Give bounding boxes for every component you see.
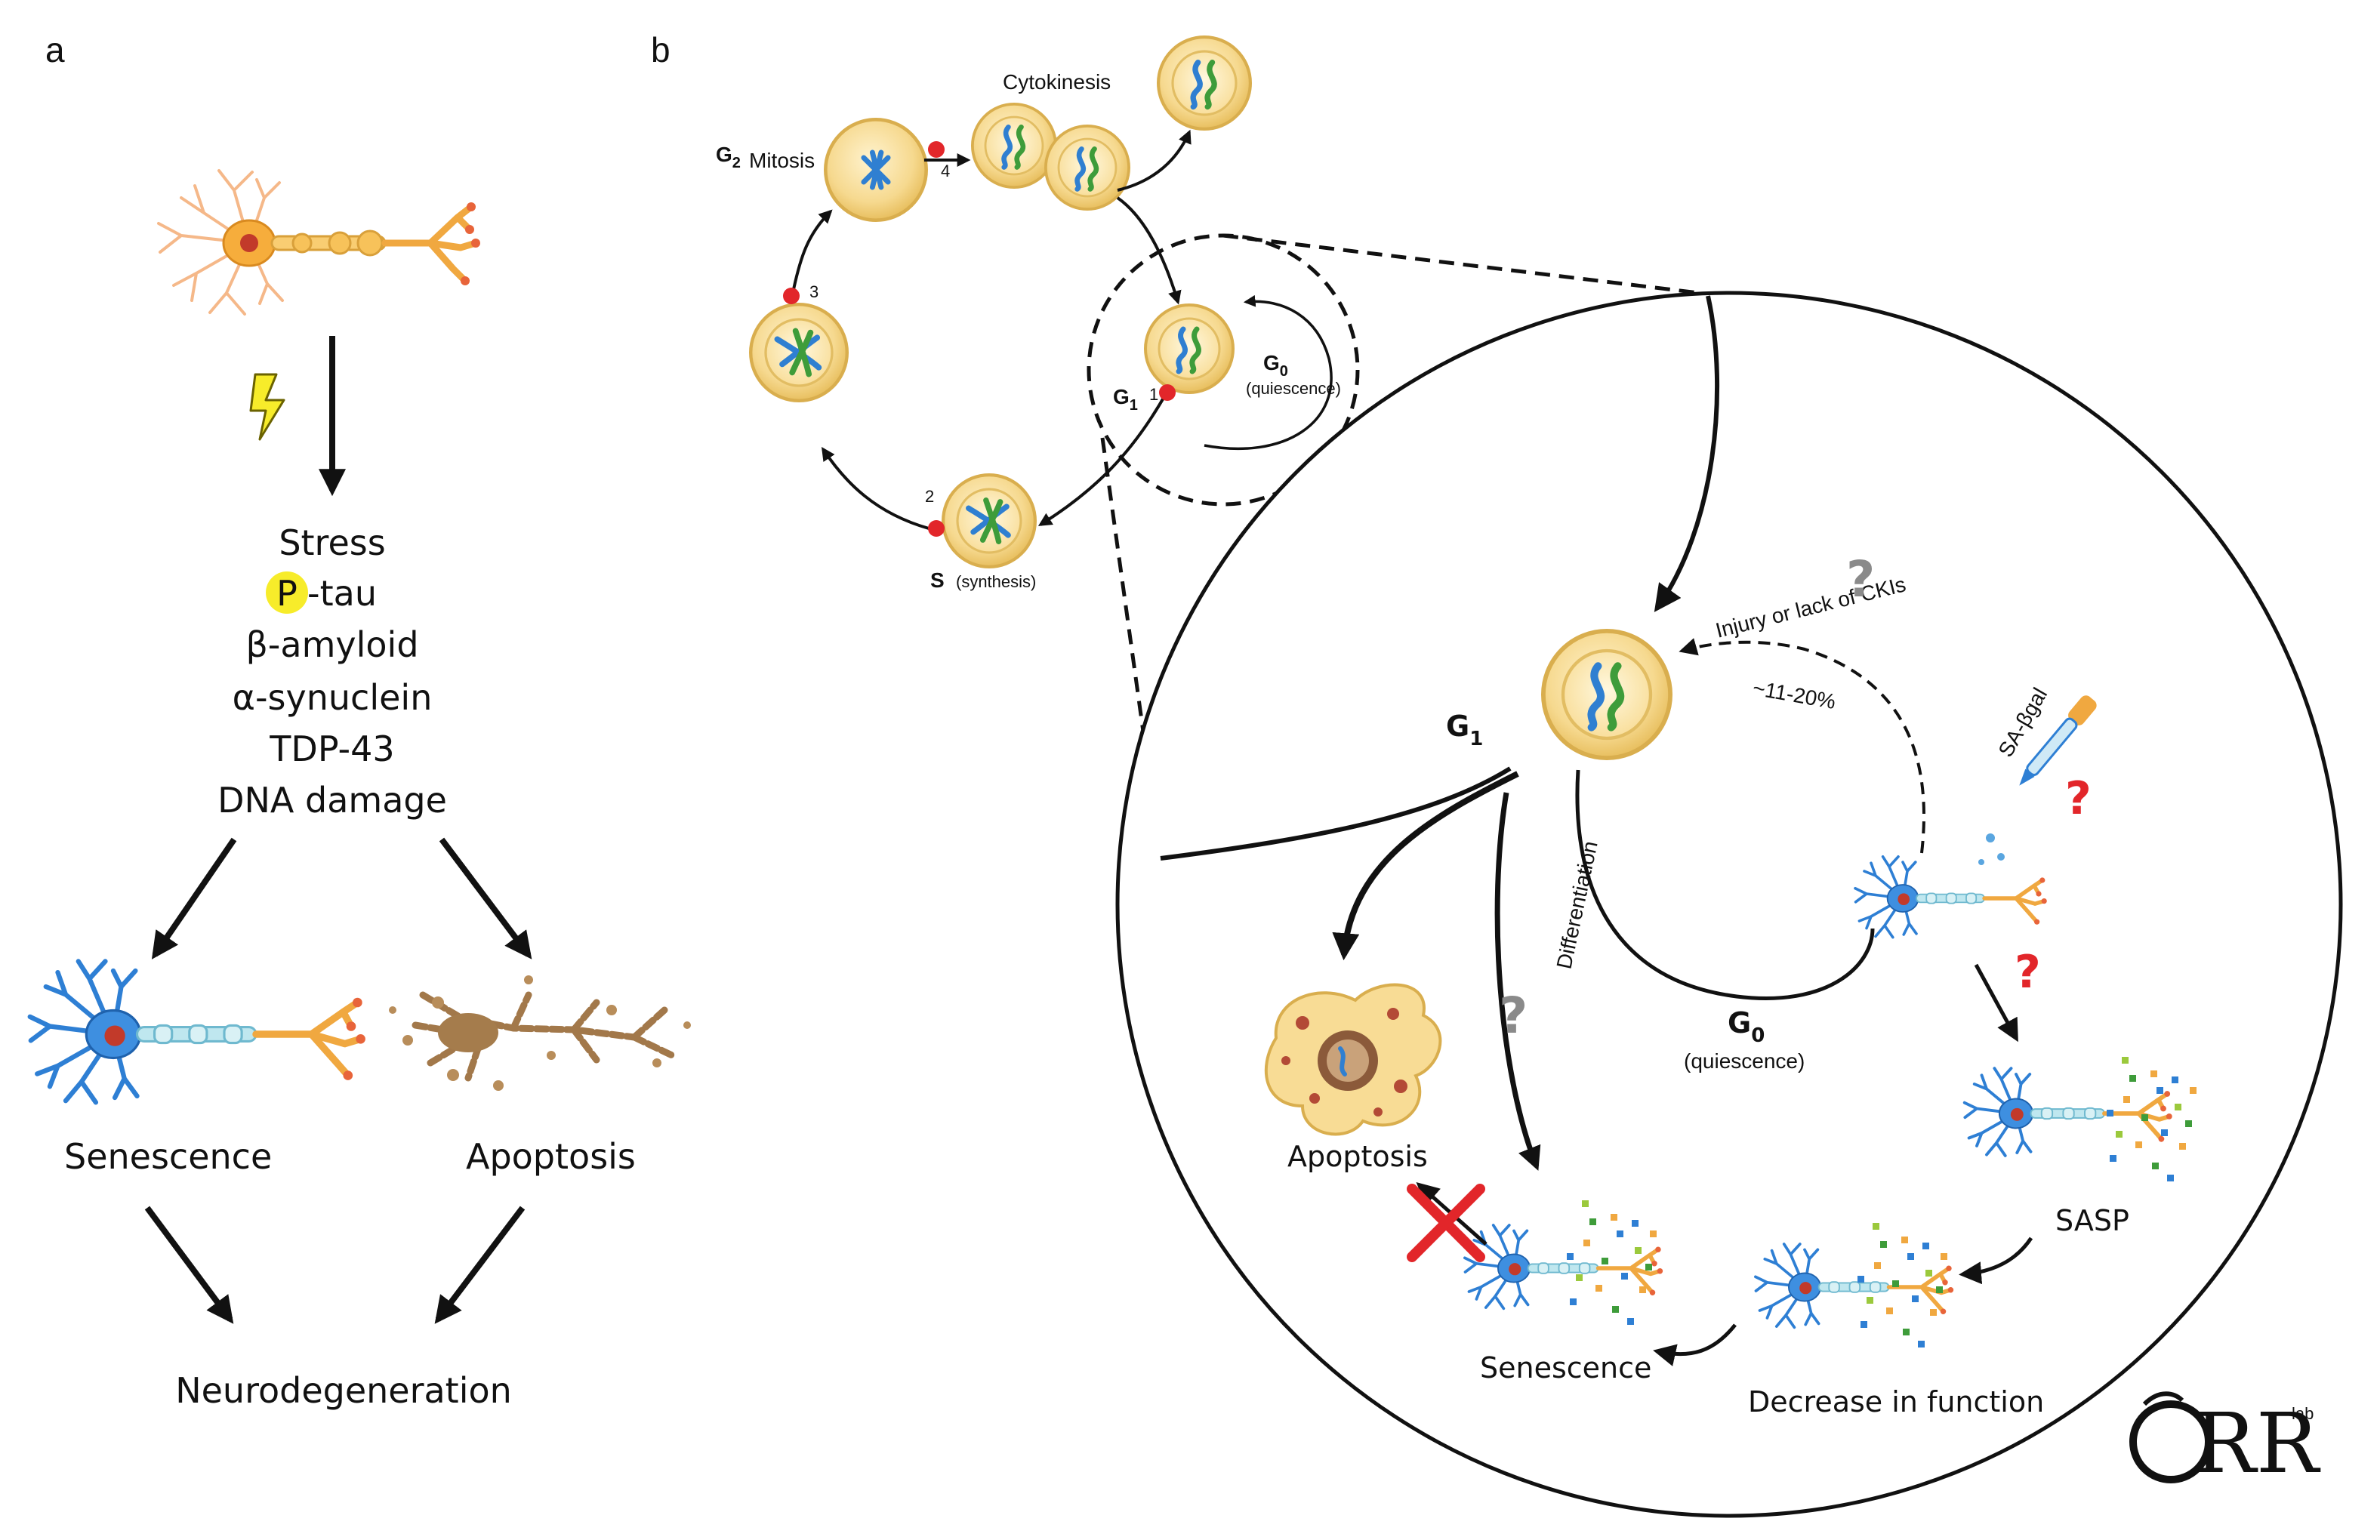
arrow-g1-to-s [1037, 392, 1168, 526]
question-mark-icon: ? [1499, 987, 1528, 1045]
arrow-decrease-to-senescence [1653, 1323, 1737, 1366]
mitosis-label: Mitosis [749, 149, 815, 172]
orr-lab-logo: RR lab [2129, 1391, 2321, 1492]
panel-a: a Stress P -tau β-amyloid [30, 30, 691, 1411]
g2-label: G2 [716, 143, 741, 171]
arrow-apoptosis-to-neurodegeneration [434, 1206, 526, 1324]
question-mark-icon: ? [2015, 946, 2041, 999]
apoptosis-label: Apoptosis [466, 1136, 636, 1177]
s-label: S [930, 568, 945, 592]
cytokinesis-label: Cytokinesis [1003, 70, 1111, 94]
question-mark-icon: ? [1846, 550, 1875, 608]
arrow-cytokinesis-to-daughter [1117, 129, 1192, 192]
cell-cycle-diagram: 1 2 3 4 G2 Mitosis Cytokinesis G0 (quies… [716, 37, 1360, 592]
checkpoint-4-dot [928, 141, 945, 158]
stress-item: β-amyloid [245, 624, 418, 665]
g1-label: G1 [1446, 710, 1483, 750]
logo-text: RR [2193, 1395, 2321, 1492]
arrow-into-g1 [1654, 295, 1720, 612]
dropper-icon [2019, 695, 2097, 786]
neurodegeneration-label: Neurodegeneration [175, 1370, 512, 1411]
logo-superscript: lab [2292, 1404, 2314, 1423]
g0-note: (quiescence) [1684, 1049, 1805, 1073]
apoptosis-zoom-label: Apoptosis [1287, 1140, 1428, 1173]
stress-item: Stress [279, 522, 385, 563]
g0-small-note: (quiescence) [1246, 379, 1341, 398]
sasp-label: SASP [2055, 1204, 2129, 1237]
cytokinesis-cell-right [1046, 126, 1129, 209]
checkpoints: 1 2 3 4 [783, 141, 1176, 537]
g0-label: G0 [1728, 1006, 1765, 1047]
arrow-senescence-to-neurodegeneration [144, 1206, 234, 1324]
apoptotic-neuron-icon [389, 975, 691, 1091]
arrow-s-to-g2 [822, 447, 929, 530]
checkpoint-3-dot [783, 288, 800, 304]
checkpoint-4-label: 4 [941, 162, 950, 180]
p-badge: P [276, 573, 298, 614]
s-phase-cell [943, 475, 1035, 567]
stress-item: DNA damage [217, 780, 447, 821]
question-mark-icon: ? [2065, 772, 2092, 825]
injury-reentry-arc [1679, 638, 1925, 854]
g1-exit-line [1160, 766, 1512, 861]
senescence-zoom-label: Senescence [1480, 1351, 1651, 1384]
g1-small-cell [1145, 305, 1233, 393]
drop-icon [1997, 853, 2005, 861]
drop-icon [1978, 859, 1984, 865]
stress-item: α-synuclein [233, 677, 433, 718]
apoptotic-cell-icon [1264, 983, 1442, 1136]
zoom-connector-top [1222, 233, 1700, 295]
g0-small-label: G0 [1263, 351, 1288, 380]
stress-item: -tau [307, 573, 377, 614]
arrow-g2-to-mitosis [791, 209, 833, 294]
panel-b: b [651, 30, 2343, 1518]
arrow-g1-to-apoptosis [1332, 771, 1519, 961]
arrow-to-senescence [151, 837, 237, 959]
checkpoint-3-label: 3 [809, 282, 819, 301]
cytokinesis-cell-left [973, 104, 1056, 187]
differentiation-arc [1575, 769, 1875, 1000]
checkpoint-2-dot [928, 520, 945, 537]
checkpoint-1-dot [1159, 384, 1176, 401]
daughter-cell [1158, 37, 1250, 129]
g1-small-label: G1 [1113, 385, 1138, 414]
stress-list: Stress P -tau β-amyloid α-synuclein TDP-… [217, 522, 447, 821]
g2-cell [751, 304, 847, 401]
g1-cell [1543, 631, 1670, 758]
stress-item: TDP-43 [269, 728, 394, 769]
arrow-cytokinesis-to-g1 [1116, 196, 1182, 305]
p-badge-circle [266, 571, 308, 614]
senescent-neuron-icon [30, 961, 365, 1102]
panel-a-label: a [45, 30, 65, 69]
decrease-function-label: Decrease in function [1748, 1385, 2044, 1418]
checkpoint-1-label: 1 [1149, 385, 1158, 404]
arrow-g0-to-sasp [1974, 963, 2018, 1043]
arrow-to-apoptosis [439, 837, 532, 959]
healthy-neuron-icon [157, 169, 480, 316]
arrow-g0-loop [1204, 294, 1333, 450]
lightning-icon [249, 373, 285, 441]
arrow-g1-to-senescence [1494, 792, 1541, 1171]
zoomed-g1-g0-circle: G1 Differentiation Injury or lack of CKI… [1115, 291, 2343, 1518]
checkpoint-2-label: 2 [925, 487, 934, 506]
arrow-sasp-to-decrease [1959, 1237, 2033, 1285]
senescence-label: Senescence [64, 1136, 272, 1177]
s-note: (synthesis) [956, 572, 1036, 591]
red-x-icon [1407, 1184, 1485, 1262]
drop-icon [1986, 833, 1995, 842]
g2-mitosis-cell [824, 118, 928, 222]
panel-b-label: b [651, 30, 671, 69]
